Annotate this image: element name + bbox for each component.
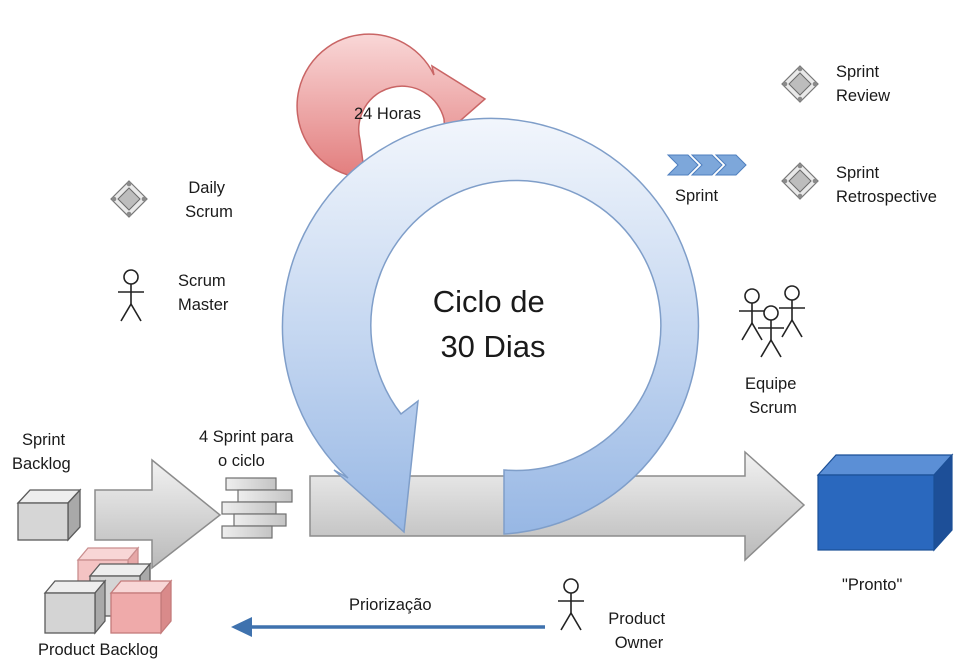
team-figures-icon	[738, 285, 806, 358]
scrum-master-label: Scrum Master	[178, 272, 230, 314]
product-backlog-cubes	[43, 546, 173, 635]
sprint-backlog-cube	[16, 488, 82, 542]
prioritization-arrow	[231, 617, 545, 637]
sprint-retrospective-label: Sprint Retrospective	[836, 164, 937, 206]
sprint-retrospective-diamond-icon	[781, 162, 819, 200]
flow-arrow-left	[94, 458, 222, 570]
sprint-cycle-label: Ciclo de 30 Dias	[433, 284, 554, 364]
sprint-blocks-stack	[221, 477, 293, 539]
chevron-sprint-icon	[666, 154, 747, 176]
product-owner-label: Product Owner	[608, 610, 669, 652]
done-box	[816, 453, 954, 552]
sprint-cycle-arrow	[281, 117, 700, 535]
sprints-per-cycle-label: 4 Sprint para o ciclo	[199, 428, 298, 470]
sprint-review-diamond-icon	[781, 65, 819, 103]
sprint-label: Sprint	[675, 187, 719, 205]
sprint-review-label: Sprint Review	[836, 63, 890, 105]
daily-cycle-label: 24 Horas	[354, 105, 421, 123]
scrum-master-figure-icon	[117, 269, 145, 322]
done-label: "Pronto"	[842, 576, 902, 594]
daily-scrum-label: Daily Scrum	[185, 179, 233, 221]
product-owner-figure-icon	[557, 578, 585, 631]
daily-scrum-diamond-icon	[110, 180, 148, 218]
team-label: Equipe Scrum	[745, 375, 801, 417]
sprint-backlog-label: Sprint Backlog	[12, 431, 71, 473]
prioritization-label: Priorização	[349, 596, 432, 614]
product-backlog-label: Product Backlog	[38, 641, 158, 659]
daily-cycle-arrow	[296, 33, 487, 179]
